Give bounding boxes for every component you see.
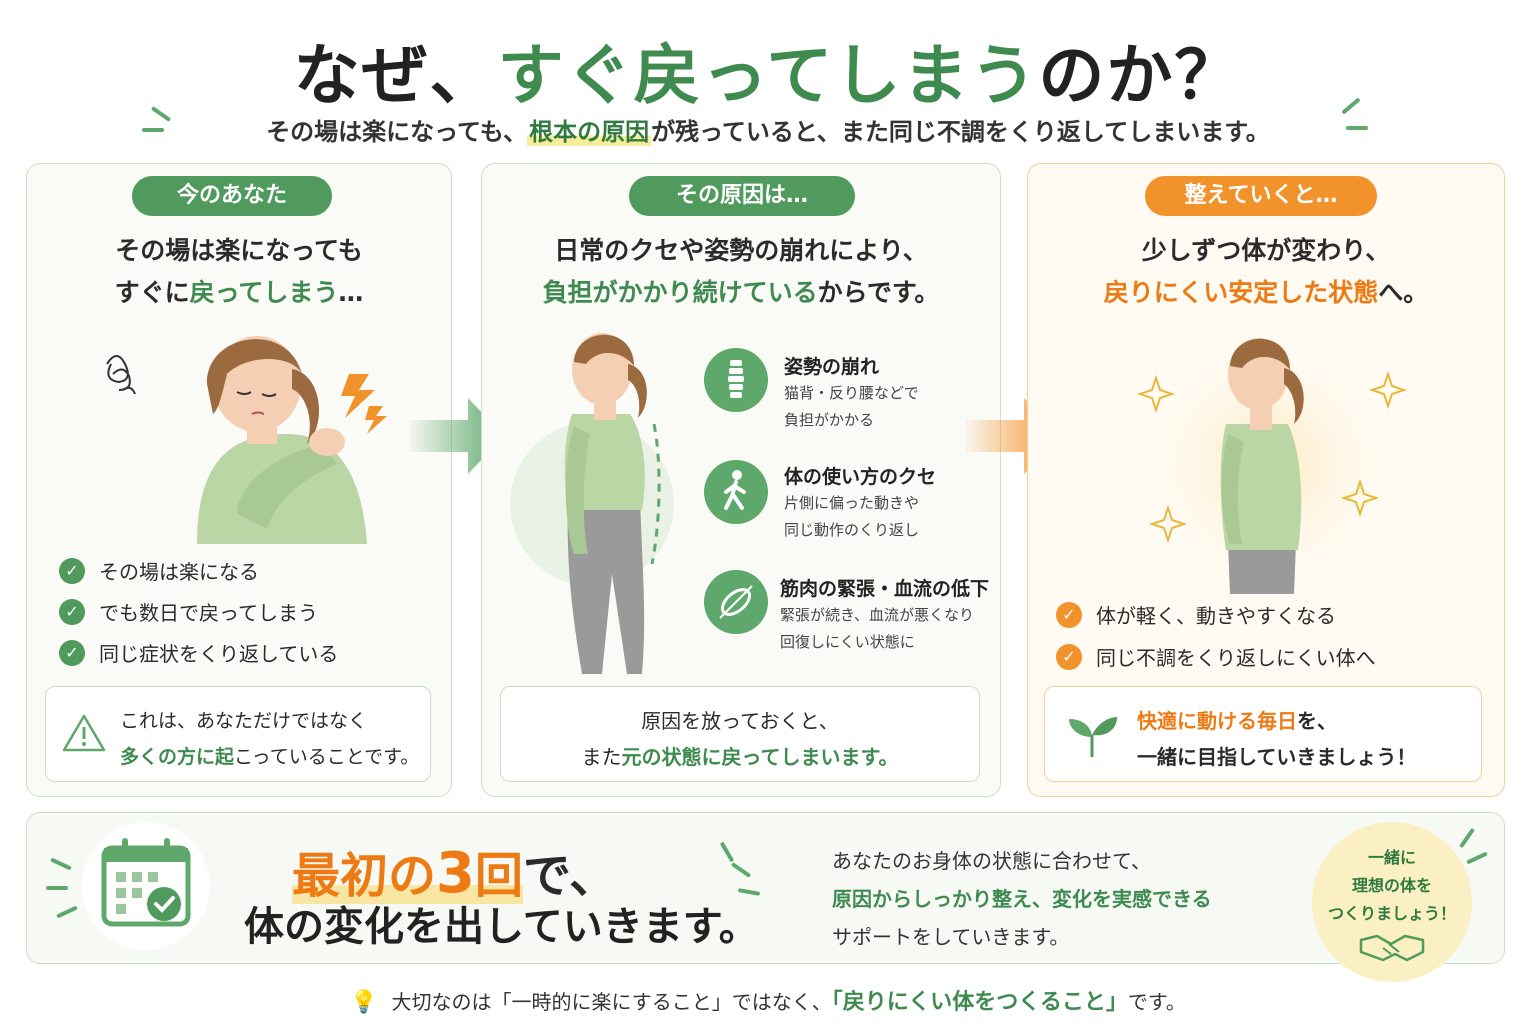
note-box: 快適に動ける毎日を、 一緒に目指していきましょう！ [1044, 686, 1482, 782]
improvement-card: 整えていくと… 少しずつ体が変わり、 戻りにくい安定した状態へ。 ✓体が軽く、動… [1027, 163, 1505, 797]
cause-card: その原因は… 日常のクセや姿勢の崩れにより、 負担がかかり続けているからです。 … [481, 163, 1001, 797]
arrow-right-icon [410, 398, 504, 474]
calendar-badge [82, 822, 210, 950]
check-item: ✓同じ症状をくり返している [59, 638, 338, 667]
note-box: これは、あなただけではなく 多くの方に起こっていることです。 [45, 686, 431, 782]
cause-title: 姿勢の崩れ [784, 356, 880, 378]
footer-message: 💡大切なのは「一時的に楽にすること」ではなく、「戻りにくい体をつくること」です。 [350, 990, 1186, 1015]
card-label: 今のあなた [132, 176, 332, 216]
walking-person-icon [704, 460, 768, 524]
calendar-check-icon [101, 838, 191, 927]
banner-description: あなたのお身体の状態に合わせて、 原因からしっかり整え、変化を実感できる サポー… [832, 849, 1212, 949]
lightbulb-icon: 💡 [350, 990, 378, 1015]
warning-icon [62, 714, 106, 752]
check-icon: ✓ [1056, 601, 1082, 628]
page-title: なぜ、すぐ戻ってしまうのか？ [293, 37, 1243, 114]
check-item: ✓でも数日で戻ってしまう [59, 597, 318, 626]
check-icon: ✓ [1056, 643, 1082, 670]
check-item: ✓同じ不調をくり返しにくい体へ [1056, 642, 1376, 671]
cause-title: 筋肉の緊張・血流の低下 [780, 578, 990, 600]
current-state-card: 今のあなた その場は楽になっても すぐに戻ってしまう… ✓その場は楽になる ✓で… [26, 163, 452, 797]
card-heading: その場は楽になっても すぐに戻ってしまう… [114, 236, 364, 307]
accent-line [142, 128, 164, 132]
cta-badge: 一緒に 理想の体を つくりましょう！ [1312, 822, 1472, 982]
shoulder-pain-illustration [106, 336, 387, 544]
sprout-icon [1069, 717, 1117, 757]
cause-description: 猫背・反り腰などで負担がかかる [784, 384, 919, 429]
handshake-icon [1359, 934, 1425, 962]
check-item: ✓体が軽く、動きやすくなる [1056, 600, 1336, 629]
lightning-icon [341, 374, 387, 434]
muscle-icon [704, 570, 768, 634]
banner-headline: 最初の3回で、 [292, 841, 618, 906]
check-icon: ✓ [59, 639, 85, 666]
dizzy-icon [106, 355, 136, 395]
card-heading: 少しずつ体が変わり、 戻りにくい安定した状態へ。 [1103, 236, 1429, 307]
cause-title: 体の使い方のクセ [784, 466, 937, 488]
check-icon: ✓ [59, 598, 85, 625]
check-icon: ✓ [59, 557, 85, 584]
page-subtitle: その場は楽になっても、根本の原因が残っていると、また同じ不調をくり返してしまいま… [266, 118, 1270, 146]
check-item: ✓その場は楽になる [59, 556, 259, 585]
accent-line [1346, 126, 1368, 130]
bottom-banner [26, 812, 1505, 964]
title-highlight: すぐ戻ってしまう [497, 37, 1039, 114]
cause-description: 片側に偏った動きや同じ動作のくり返し [784, 494, 920, 539]
note-box: 原因を放っておくと、 また元の状態に戻ってしまいます。 [500, 686, 980, 782]
banner-subheadline: 体の変化を出していきます。 [244, 904, 759, 950]
spine-icon [704, 348, 768, 412]
posture-illustration [510, 333, 674, 674]
card-label: 整えていくと… [1145, 176, 1377, 216]
card-label: その原因は… [629, 176, 855, 216]
sparkle-icon [1136, 370, 1408, 544]
card-heading: 日常のクセや姿勢の崩れにより、 負担がかかり続けているからです。 [542, 236, 940, 307]
healthy-posture-illustration [1136, 334, 1408, 594]
accent-line [46, 886, 68, 890]
cause-description: 緊張が続き、血流が悪くなり回復しにくい状態に [780, 606, 974, 651]
